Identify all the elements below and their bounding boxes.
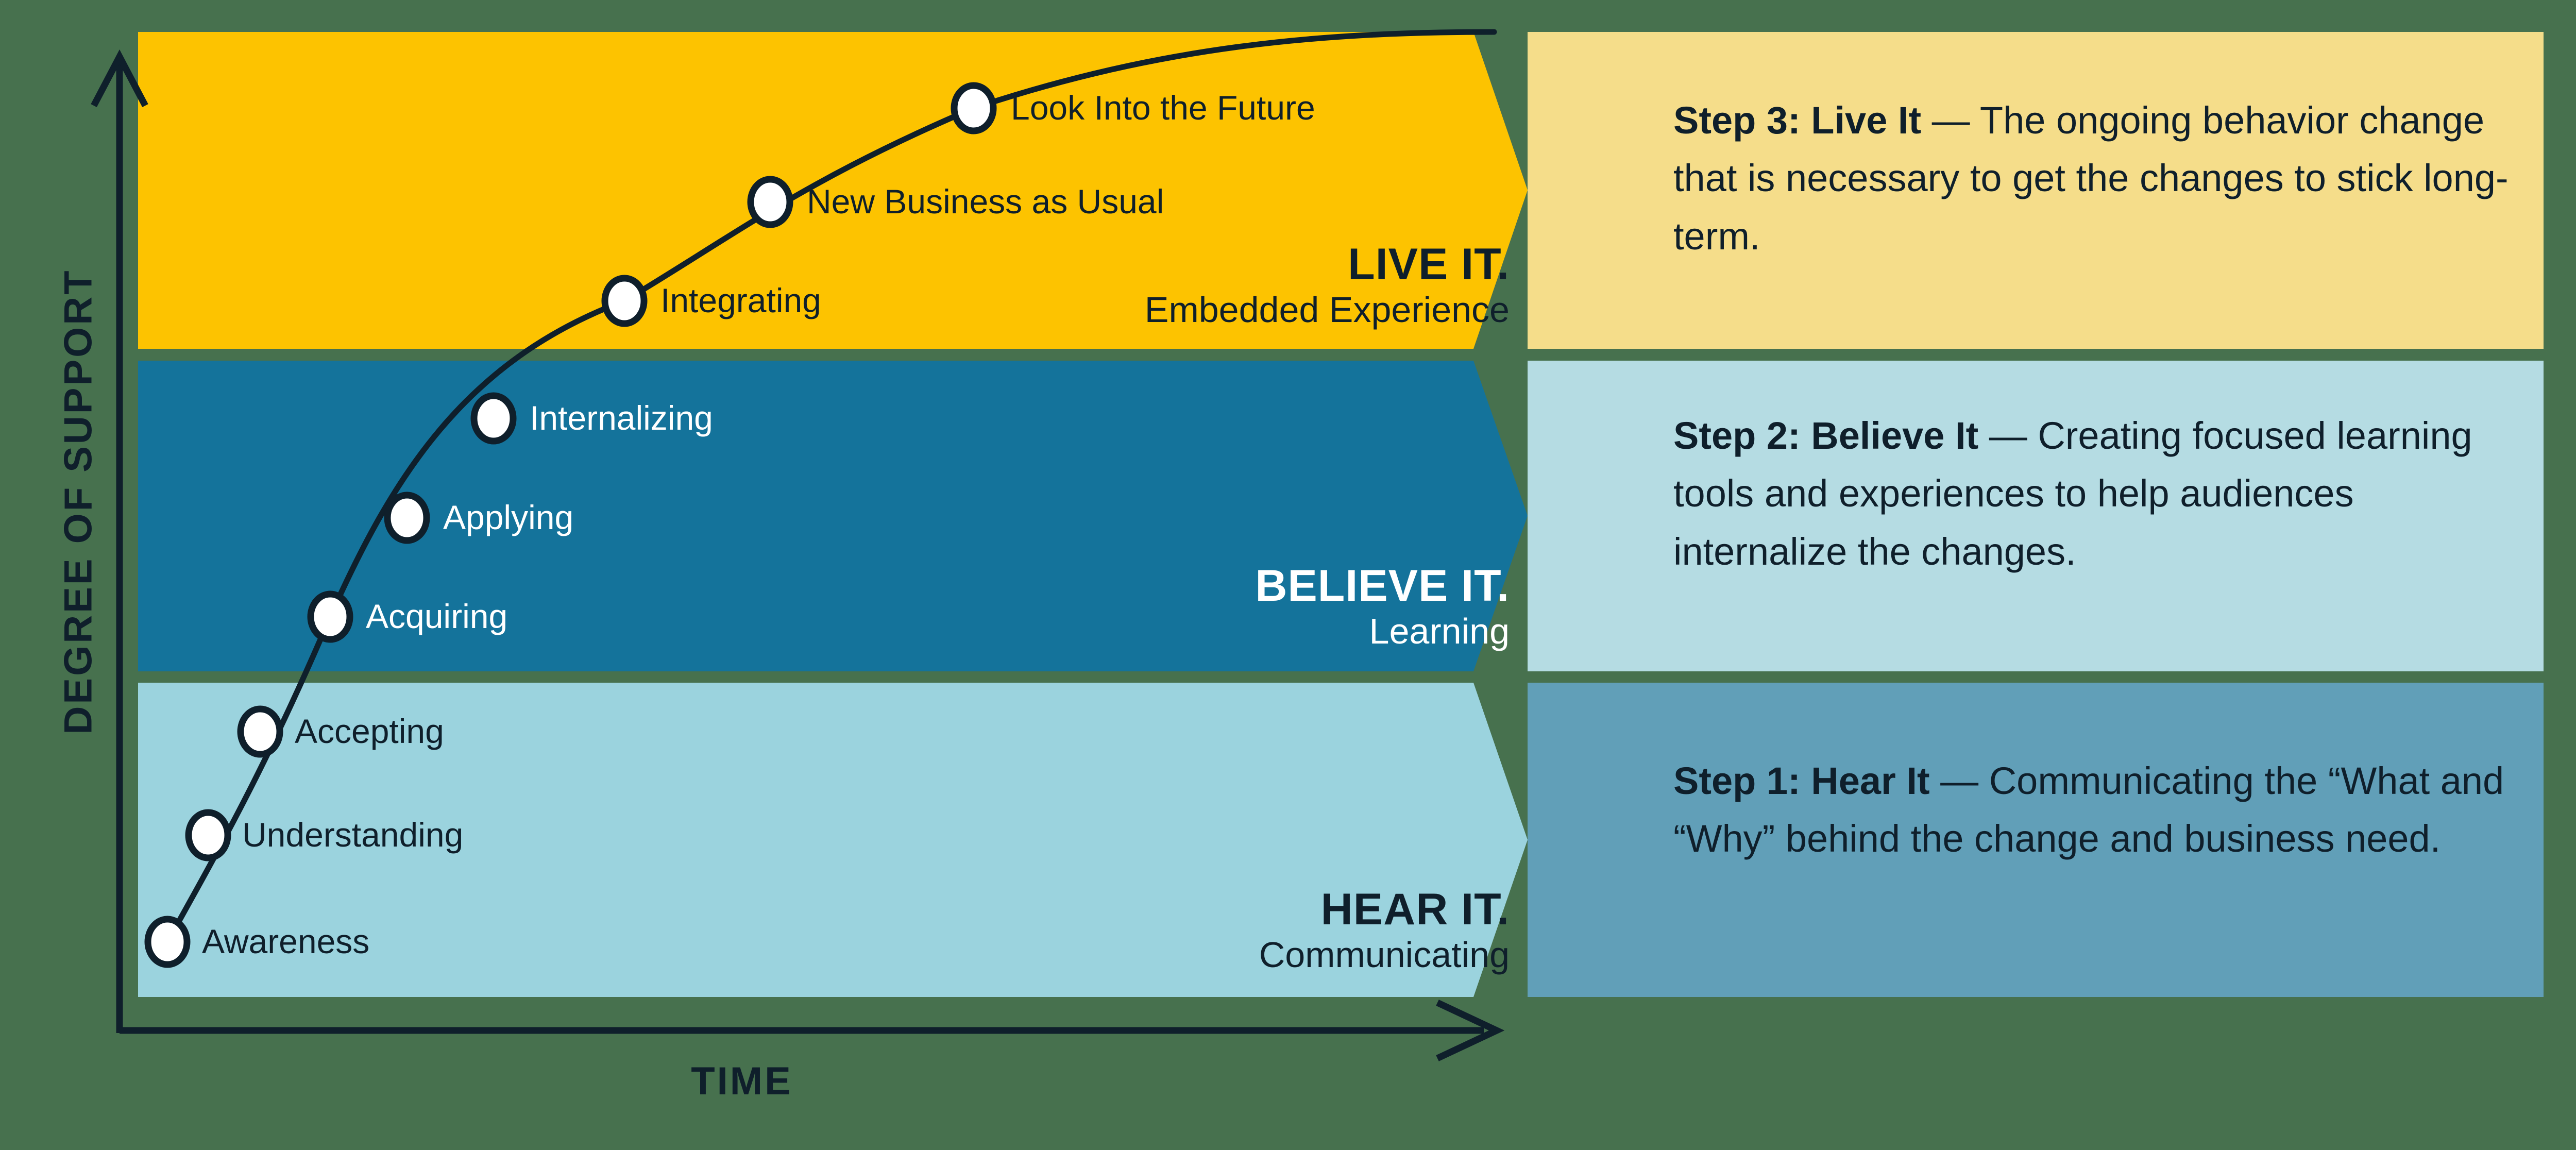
node-label-awareness: Awareness	[202, 922, 370, 960]
live-it-panel	[1528, 32, 2544, 349]
step-3-dash: —	[1921, 99, 1980, 142]
band-title-hear-it: HEAR IT. Communicating	[773, 887, 1510, 973]
step-2-label: Step 2: Believe It	[1673, 414, 1979, 457]
step-1-body: Communicating the “What and “Why” behind…	[1673, 759, 2504, 860]
node-label-look-into-the-future: Look Into the Future	[1011, 89, 1315, 127]
node-label-new-business-as-usual: New Business as Usual	[807, 182, 1164, 221]
node-integrating	[601, 275, 648, 327]
node-new-business-as-usual	[747, 176, 793, 228]
band-title-believe-it-main: BELIEVE IT.	[1255, 561, 1510, 611]
band-title-hear-it-main: HEAR IT.	[1320, 885, 1510, 934]
node-look-into-the-future	[951, 82, 997, 134]
band-title-live-it-sub: Embedded Experience	[1144, 290, 1510, 330]
node-label-accepting: Accepting	[295, 712, 444, 750]
step-1-dash: —	[1929, 759, 1989, 802]
step-2-description: Step 2: Believe It — Creating focused le…	[1673, 407, 2518, 581]
step-3-description: Step 3: Live It — The ongoing behavior c…	[1673, 92, 2518, 265]
node-understanding	[185, 809, 231, 861]
believe-it-panel	[1528, 361, 2544, 671]
node-internalizing	[470, 392, 517, 445]
step-3-label: Step 3: Live It	[1673, 99, 1922, 142]
live-it-arrow	[138, 32, 1528, 349]
step-1-description: Step 1: Hear It — Communicating the “Wha…	[1673, 752, 2518, 868]
node-awareness	[144, 916, 191, 968]
hear-it-panel	[1528, 683, 2544, 997]
hear-it-arrow	[138, 683, 1528, 997]
node-accepting	[237, 705, 283, 758]
step-2-dash: —	[1978, 414, 2038, 457]
node-label-acquiring: Acquiring	[366, 597, 508, 635]
step-3-body: The ongoing behavior change that is nece…	[1673, 99, 2509, 258]
milestone-nodes	[144, 82, 997, 968]
band-title-hear-it-sub: Communicating	[1259, 935, 1510, 975]
band-title-live-it: LIVE IT. Embedded Experience	[773, 242, 1510, 328]
node-acquiring	[307, 590, 353, 643]
band-title-believe-it: BELIEVE IT. Learning	[773, 564, 1510, 649]
node-label-internalizing: Internalizing	[530, 399, 713, 437]
step-2-body: Creating focused learning tools and expe…	[1673, 414, 2472, 573]
y-axis	[91, 49, 148, 1033]
x-axis	[120, 1000, 1505, 1061]
x-axis-label: TIME	[691, 1059, 793, 1103]
node-label-integrating: Integrating	[660, 281, 821, 319]
band-title-live-it-main: LIVE IT.	[1348, 240, 1510, 289]
node-label-understanding: Understanding	[242, 816, 464, 854]
step-1-label: Step 1: Hear It	[1673, 759, 1930, 802]
y-axis-label: DEGREE OF SUPPORT	[56, 268, 100, 735]
node-label-applying: Applying	[443, 498, 574, 536]
node-applying	[384, 492, 430, 544]
band-title-believe-it-sub: Learning	[1369, 611, 1510, 651]
